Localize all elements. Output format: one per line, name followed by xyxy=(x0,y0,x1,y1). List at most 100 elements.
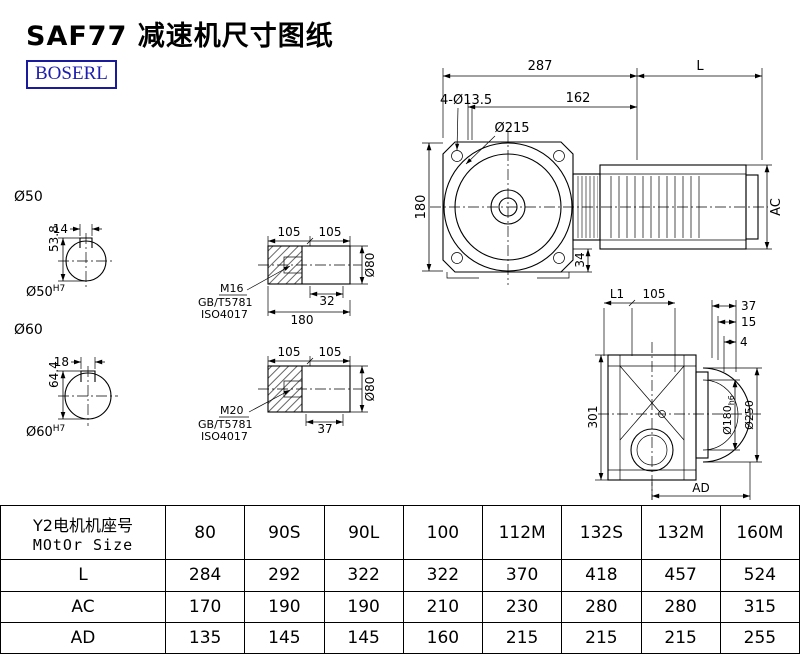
svg-text:4-Ø13.5: 4-Ø13.5 xyxy=(440,93,492,108)
svg-text:AD: AD xyxy=(692,481,709,495)
dim-180: 180 xyxy=(414,142,443,272)
dim-d80-top: Ø80 xyxy=(350,245,377,285)
value-cell: 190 xyxy=(323,590,404,623)
technical-drawing: 287 L 162 4-Ø13.5 Ø215 18 xyxy=(14,59,784,500)
value-cell: 215 xyxy=(640,621,721,654)
dim-34: 34 xyxy=(561,248,592,273)
value-cell: 145 xyxy=(323,621,404,654)
svg-text:15: 15 xyxy=(741,315,756,329)
value-cell: 280 xyxy=(640,590,721,623)
bore-60-label: Ø60 xyxy=(14,322,43,338)
svg-text:32: 32 xyxy=(319,294,334,308)
dim-37-15-4: 37 15 4 xyxy=(711,299,756,372)
motor-body xyxy=(599,164,759,250)
dim-162: 162 xyxy=(467,91,637,140)
svg-text:GB/T5781: GB/T5781 xyxy=(198,418,253,431)
dim-AC: AC xyxy=(746,164,784,250)
shaft-detail-m16: 105 105 M16 GB/T5781 ISO4017 32 180 xyxy=(198,225,377,327)
value-cell: 215 xyxy=(481,621,563,654)
row-label: AC xyxy=(0,590,166,623)
value-cell: 280 xyxy=(561,590,642,623)
value-cell: 210 xyxy=(402,590,484,623)
table-row-L: L 284 292 322 322 370 418 457 524 xyxy=(0,559,800,592)
svg-text:M16: M16 xyxy=(220,282,244,295)
svg-text:Ø80: Ø80 xyxy=(363,253,377,278)
row-label: L xyxy=(0,559,166,592)
svg-text:L: L xyxy=(696,59,704,74)
value-cell: 255 xyxy=(719,621,800,654)
svg-text:105: 105 xyxy=(643,287,666,301)
svg-text:37: 37 xyxy=(741,299,756,313)
svg-text:GB/T5781: GB/T5781 xyxy=(198,296,253,309)
dim-d80-bottom: Ø80 xyxy=(350,365,377,413)
table-row-AD: AD 135 145 145 160 215 215 215 255 xyxy=(0,621,800,654)
dim-37-shaft: 37 xyxy=(305,414,344,436)
value-cell: 457 xyxy=(640,559,721,592)
value-cell: 322 xyxy=(323,559,404,592)
dim-32: 32 xyxy=(309,286,344,308)
svg-text:Ø180h6: Ø180h6 xyxy=(721,395,736,435)
main-view: 287 L 162 4-Ø13.5 Ø215 18 xyxy=(414,59,784,285)
shaft-section-50: Ø50 14 53.8 Ø50H7 xyxy=(14,189,114,300)
svg-text:14: 14 xyxy=(53,222,68,236)
svg-text:105: 105 xyxy=(278,225,301,239)
svg-text:L1: L1 xyxy=(610,287,624,301)
svg-text:34: 34 xyxy=(573,252,587,267)
value-cell: 370 xyxy=(481,559,563,592)
svg-text:Ø250: Ø250 xyxy=(743,400,756,430)
motor-adapter xyxy=(572,173,601,241)
size-cell: 80 xyxy=(164,504,246,561)
motor-size-header: Y2电机机座号 MOtOr Size xyxy=(0,504,166,561)
size-cell: 132S xyxy=(561,504,642,561)
value-cell: 190 xyxy=(244,590,325,623)
fit-50-label: Ø50H7 xyxy=(26,284,65,300)
dim-180-shaft: 180 xyxy=(267,286,351,327)
table-header-row: Y2电机机座号 MOtOr Size 80 90S 90L 100 112M 1… xyxy=(0,504,800,561)
svg-text:53.8: 53.8 xyxy=(47,225,61,252)
value-cell: 418 xyxy=(561,559,642,592)
dim-L1-105: L1 105 xyxy=(603,287,676,372)
shaft-detail-m20: 105 105 M20 GB/T5781 ISO4017 37 Ø80 xyxy=(198,345,377,443)
svg-text:287: 287 xyxy=(528,59,553,74)
svg-text:180: 180 xyxy=(291,313,314,327)
value-cell: 160 xyxy=(402,621,484,654)
svg-text:64.4: 64.4 xyxy=(47,361,61,388)
size-cell: 100 xyxy=(402,504,484,561)
svg-text:105: 105 xyxy=(319,345,342,359)
keyway-height-64-4: 64.4 xyxy=(47,361,88,420)
value-cell: 524 xyxy=(719,559,800,592)
svg-text:Ø215: Ø215 xyxy=(494,121,529,136)
keyway-width-18: 18 xyxy=(54,355,105,369)
size-cell: 160M xyxy=(719,504,800,561)
thread-callout-m20: M20 GB/T5781 ISO4017 xyxy=(198,389,291,443)
drawing-title: SAF77 减速机尺寸图纸 xyxy=(26,21,334,52)
fit-60-label: Ø60H7 xyxy=(26,424,65,440)
value-cell: 170 xyxy=(164,590,246,623)
dim-301: 301 xyxy=(586,354,608,481)
value-cell: 230 xyxy=(481,590,563,623)
svg-text:ISO4017: ISO4017 xyxy=(201,308,248,321)
dim-105-105-bottom: 105 105 xyxy=(267,345,351,366)
value-cell: 135 xyxy=(164,621,246,654)
value-cell: 284 xyxy=(164,559,246,592)
size-cell: 132M xyxy=(640,504,721,561)
svg-text:105: 105 xyxy=(278,345,301,359)
size-cell: 90L xyxy=(323,504,404,561)
svg-text:105: 105 xyxy=(319,225,342,239)
brand-logo: BOSERL xyxy=(26,60,117,89)
dim-287: 287 xyxy=(442,59,638,160)
svg-text:18: 18 xyxy=(54,355,69,369)
dim-105-105-top: 105 105 xyxy=(267,225,351,246)
dim-AD: AD xyxy=(651,462,751,500)
spigot-diameter-dim: Ø180h6 xyxy=(708,379,740,451)
svg-text:4: 4 xyxy=(740,335,748,349)
svg-text:M20: M20 xyxy=(220,404,244,417)
svg-text:Ø80: Ø80 xyxy=(363,377,377,402)
dim-L: L xyxy=(637,59,763,160)
value-cell: 315 xyxy=(719,590,800,623)
row-label: AD xyxy=(0,621,166,654)
value-cell: 292 xyxy=(244,559,325,592)
svg-text:ISO4017: ISO4017 xyxy=(201,430,248,443)
keyway-width-14: 14 xyxy=(53,222,102,236)
flange-250-dim: Ø250 xyxy=(703,367,762,463)
